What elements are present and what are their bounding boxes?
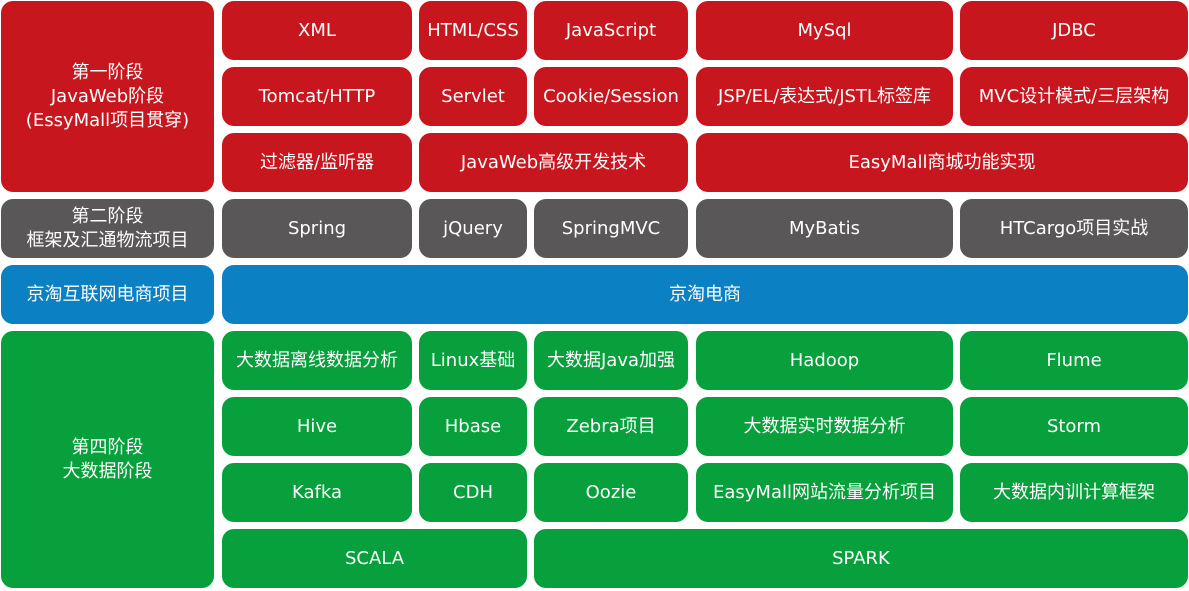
stage1-title-line1: 第一阶段 bbox=[71, 61, 144, 83]
topic-mvc-three-tier: MVC设计模式/三层架构 bbox=[960, 67, 1188, 126]
topic-oozie: Oozie bbox=[534, 463, 688, 522]
stage1-title-line2: JavaWeb阶段 bbox=[50, 85, 165, 107]
topic-htcargo-project: HTCargo项目实战 bbox=[960, 199, 1188, 258]
topic-jsp-el-jstl: JSP/EL/表达式/JSTL标签库 bbox=[696, 67, 953, 126]
topic-spring: Spring bbox=[222, 199, 412, 258]
topic-kafka: Kafka bbox=[222, 463, 412, 522]
topic-bigdata-compute-framework: 大数据内训计算框架 bbox=[960, 463, 1188, 522]
topic-filter-listener: 过滤器/监听器 bbox=[222, 133, 412, 192]
topic-tomcat-http: Tomcat/HTTP bbox=[222, 67, 412, 126]
topic-realtime-data-analysis: 大数据实时数据分析 bbox=[696, 397, 953, 456]
stage4-title-line2: 大数据阶段 bbox=[62, 460, 153, 482]
topic-mybatis: MyBatis bbox=[696, 199, 953, 258]
topic-flume: Flume bbox=[960, 331, 1188, 390]
stage2-title-line1: 第二阶段 bbox=[71, 205, 144, 227]
topic-jingtao-ecommerce: 京淘电商 bbox=[222, 265, 1188, 324]
topic-javaweb-advanced: JavaWeb高级开发技术 bbox=[419, 133, 688, 192]
topic-springmvc: SpringMVC bbox=[534, 199, 688, 258]
topic-hadoop: Hadoop bbox=[696, 331, 953, 390]
stage3-title-line1: 京淘互联网电商项目 bbox=[26, 283, 189, 305]
topic-cookie-session: Cookie/Session bbox=[534, 67, 688, 126]
topic-bigdata-java: 大数据Java加强 bbox=[534, 331, 688, 390]
stage1-title-line3: (EssyMall项目贯穿) bbox=[25, 109, 190, 131]
stage3-label: 京淘互联网电商项目 bbox=[1, 265, 214, 324]
topic-storm: Storm bbox=[960, 397, 1188, 456]
stage2-label: 第二阶段 框架及汇通物流项目 bbox=[1, 199, 214, 258]
stage4-title-line1: 第四阶段 bbox=[71, 436, 144, 458]
topic-hive: Hive bbox=[222, 397, 412, 456]
stage4-label: 第四阶段 大数据阶段 bbox=[1, 331, 214, 588]
topic-scala: SCALA bbox=[222, 529, 527, 588]
topic-easymall-features: EasyMall商城功能实现 bbox=[696, 133, 1188, 192]
topic-cdh: CDH bbox=[419, 463, 527, 522]
topic-html-css: HTML/CSS bbox=[419, 1, 527, 60]
stage1-label: 第一阶段 JavaWeb阶段 (EssyMall项目贯穿) bbox=[1, 1, 214, 192]
topic-servlet: Servlet bbox=[419, 67, 527, 126]
topic-javascript: JavaScript bbox=[534, 1, 688, 60]
topic-jdbc: JDBC bbox=[960, 1, 1188, 60]
topic-jquery: jQuery bbox=[419, 199, 527, 258]
topic-hbase: Hbase bbox=[419, 397, 527, 456]
topic-mysql: MySql bbox=[696, 1, 953, 60]
topic-easymall-traffic-analysis: EasyMall网站流量分析项目 bbox=[696, 463, 953, 522]
stage2-title-line2: 框架及汇通物流项目 bbox=[26, 229, 189, 251]
topic-spark: SPARK bbox=[534, 529, 1188, 588]
topic-linux-basics: Linux基础 bbox=[419, 331, 527, 390]
topic-offline-data-analysis: 大数据离线数据分析 bbox=[222, 331, 412, 390]
topic-xml: XML bbox=[222, 1, 412, 60]
topic-zebra-project: Zebra项目 bbox=[534, 397, 688, 456]
